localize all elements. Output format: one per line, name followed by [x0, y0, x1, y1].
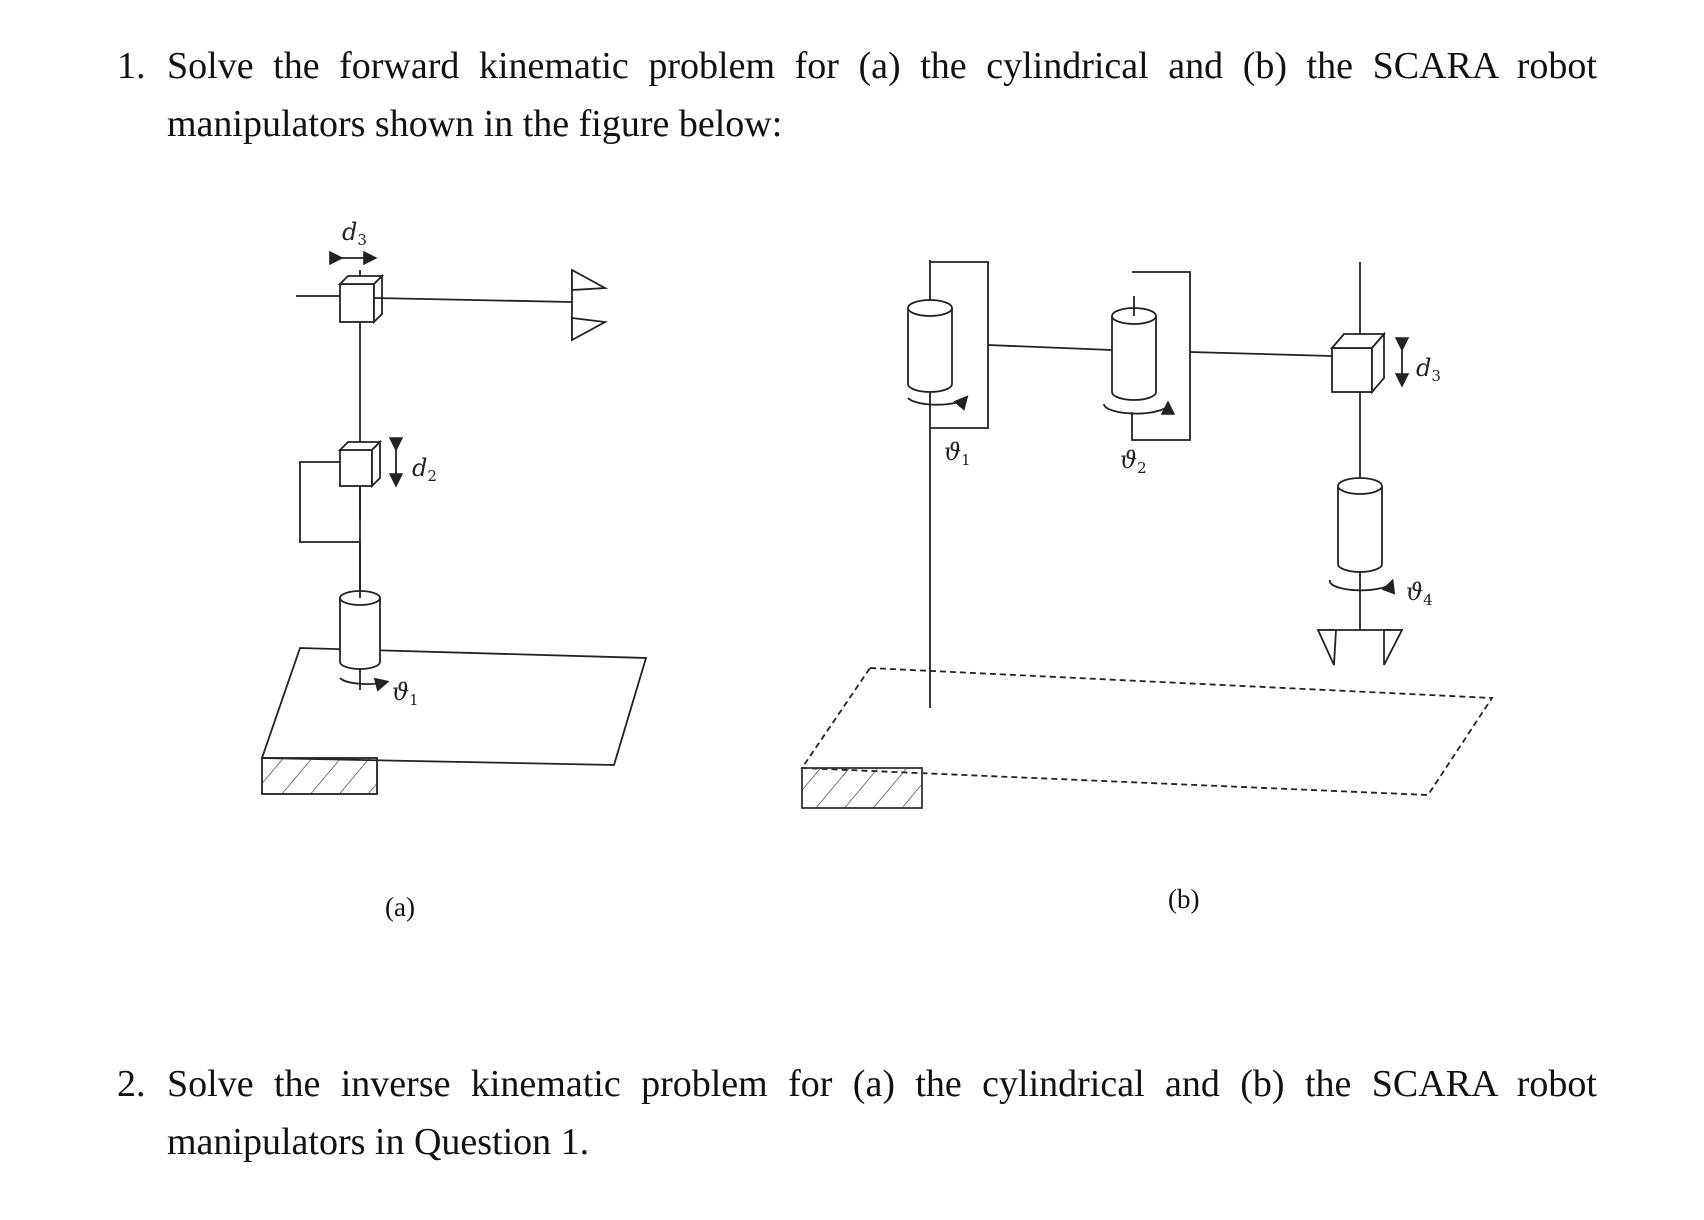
revolute-joint-4-cylinder — [1337, 486, 1383, 573]
question-1-number: 1. — [117, 45, 146, 87]
caption-a: (a) — [385, 892, 415, 922]
prismatic-joint-d2-cube — [337, 439, 383, 489]
revolute-joint-cylinder-a — [339, 598, 381, 670]
gripper-b — [1316, 629, 1404, 666]
label-theta1-b: ϑ1 — [944, 438, 971, 469]
base-plate-a — [260, 647, 648, 766]
question-1-text: Solve the forward kinematic problem for … — [167, 45, 1597, 145]
question-2: 2. Solve the inverse kinematic problem f… — [117, 1055, 1597, 1171]
theta4-rotation-arrow — [1328, 578, 1396, 595]
revolute-joint-1-cylinder — [907, 308, 953, 393]
prismatic-joint-d3-cube-b — [1330, 331, 1386, 395]
label-theta4-b: ϑ4 — [1406, 578, 1433, 609]
question-2-number: 2. — [117, 1063, 146, 1105]
theta1-rotation-arrow-b — [907, 395, 969, 411]
label-d3-b: d3 — [1416, 354, 1441, 385]
ground-block-a — [261, 757, 378, 795]
theta2-rotation-arrow — [1103, 400, 1176, 415]
label-d2-a: d2 — [412, 454, 437, 485]
caption-b: (b) — [1168, 884, 1199, 914]
prismatic-joint-d3-cube — [337, 273, 385, 325]
revolute-joint-2-cylinder — [1111, 316, 1157, 401]
label-theta1-a: ϑ1 — [392, 678, 419, 709]
question-2-text: Solve the inverse kinematic problem for … — [167, 1063, 1597, 1163]
gripper-a — [571, 268, 609, 342]
label-theta2-b: ϑ2 — [1120, 446, 1147, 477]
question-1: 1. Solve the forward kinematic problem f… — [117, 37, 1597, 153]
theta1-rotation-arrow-a — [339, 677, 390, 692]
base-plate-b — [800, 667, 1494, 796]
cylindrical-robot-diagram — [260, 250, 648, 795]
scara-robot-diagram — [800, 260, 1494, 809]
ground-block-b — [801, 767, 923, 809]
label-d3-a: d3 — [342, 218, 367, 249]
